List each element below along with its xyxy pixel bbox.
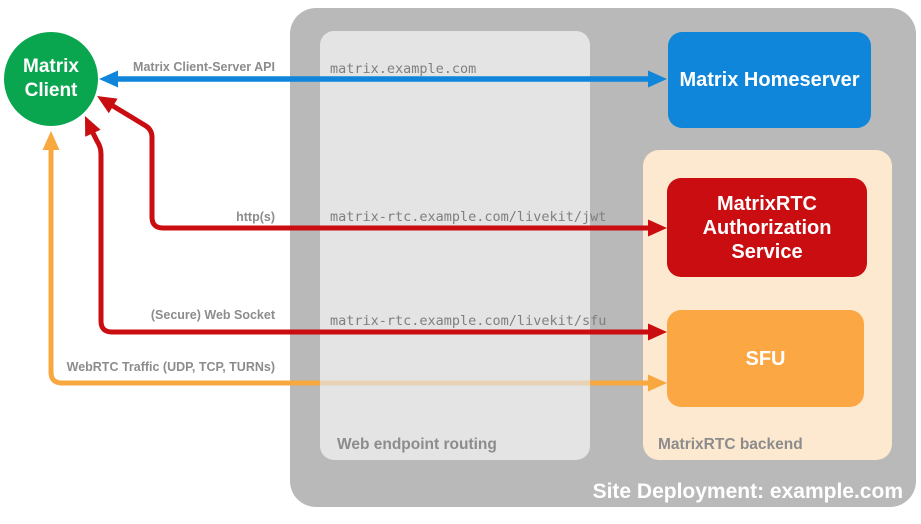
sfu-label: SFU — [745, 347, 786, 370]
endpoint-livekit-jwt: matrix-rtc.example.com/livekit/jwt — [330, 209, 607, 225]
https-arrow-label: http(s) — [236, 210, 275, 224]
matrixrtc-backend-label: MatrixRTC backend — [658, 436, 803, 453]
https-arrowhead-client-icon — [97, 96, 118, 114]
matrixrtc-authorization-service-node: MatrixRTC Authorization Service — [667, 178, 867, 277]
matrix-homeserver-label: Matrix Homeserver — [679, 69, 860, 91]
webrtc-arrowhead-client-icon — [42, 131, 60, 150]
auth-service-label: MatrixRTC Authorization Service — [702, 192, 832, 263]
webrtc-arrow-label: WebRTC Traffic (UDP, TCP, TURNs) — [66, 360, 275, 374]
matrix-client-label-line2: Client — [24, 80, 78, 101]
webrtc-arrow-line-left — [48, 149, 320, 386]
matrix-homeserver-node: Matrix Homeserver — [668, 32, 871, 128]
client-server-api-arrow-label: Matrix Client-Server API — [133, 60, 275, 74]
client-server-api-arrowhead-left-icon — [99, 70, 118, 88]
web-endpoint-routing-box — [320, 31, 590, 460]
websocket-arrowhead-client-icon — [85, 116, 101, 137]
sfu-node: SFU — [667, 310, 864, 407]
site-deployment-label: Site Deployment: example.com — [592, 480, 903, 503]
endpoint-matrix-example-com: matrix.example.com — [330, 61, 477, 77]
matrix-client-label-line1: Matrix — [23, 56, 79, 78]
websocket-arrow-label: (Secure) Web Socket — [150, 308, 275, 322]
web-endpoint-routing-label: Web endpoint routing — [337, 436, 497, 453]
matrix-client-node: Matrix Client — [4, 32, 98, 126]
endpoint-livekit-sfu: matrix-rtc.example.com/livekit/sfu — [330, 313, 607, 329]
